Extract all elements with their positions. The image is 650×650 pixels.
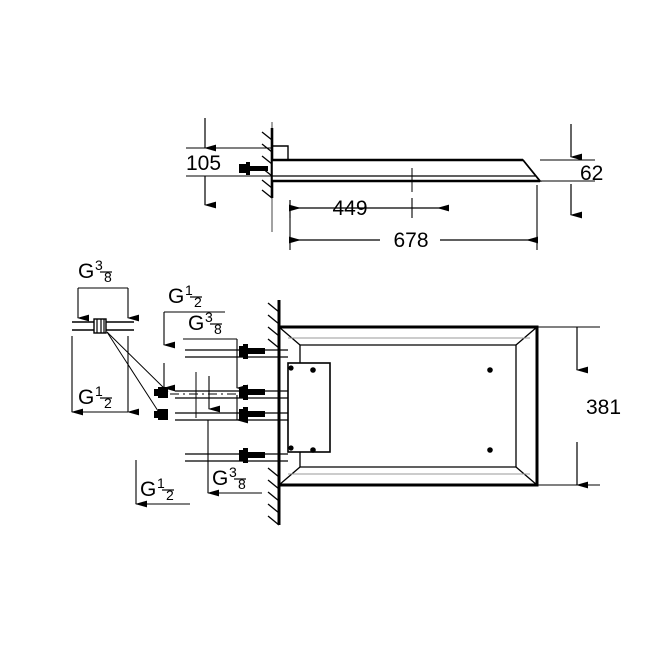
thread-letter-bottom-right: G [212,467,228,490]
dimension-105: 105 [186,118,272,209]
thread-letter-mid-lower: G [188,312,204,335]
dimension-449: 449 [289,197,449,220]
dimension-label-678: 678 [393,229,428,252]
thread-letter-mid-upper: G [168,285,184,308]
thread-denominator-top-left: 8 [104,269,112,285]
supply-pipe-2 [154,385,288,400]
thread-numerator-mid-upper: 1 [185,282,193,298]
leader-lines [106,331,169,415]
inlet-stub-top [239,162,268,175]
thread-numerator-left-lower: 1 [95,383,103,399]
thread-numerator-mid-lower: 3 [205,309,213,325]
spout-body-outline [271,159,542,182]
thread-denominator-left-lower: 2 [104,395,112,411]
dimension-label-105: 105 [186,152,221,175]
thread-denominator-mid-lower: 8 [214,321,222,337]
thread-denominator-bottom-right: 8 [238,476,246,492]
thread-numerator-bottom-left: 1 [157,475,165,491]
thread-label-top-left-group: G 3 8 [77,257,139,322]
thread-label-mid-upper-group: G 1 2 [163,282,225,349]
dimension-62: 62 [540,124,603,219]
plate-chamfer-lines [278,326,538,486]
supply-pipe-3 [154,407,288,422]
thread-letter-top-left: G [78,260,94,283]
thread-letter-bottom-left: G [140,478,156,501]
mounting-bracket [287,362,331,453]
thread-denominator-bottom-left: 2 [166,487,174,503]
dimension-label-62: 62 [580,162,603,185]
fitting-symbol-detached [72,318,134,334]
dimension-678: 678 [289,185,538,252]
fixing-points [288,365,493,453]
wall-hatch-bottom [267,302,280,526]
dimension-label-381: 381 [586,396,621,419]
thread-letter-left-lower: G [78,386,94,409]
thread-label-bottom-right-group: G 3 8 [207,420,262,497]
thread-numerator-top-left: 3 [95,257,103,273]
bracket-top [272,145,289,160]
wall-hatch-top [261,131,273,199]
dimension-label-449: 449 [332,197,367,220]
pipe-spacing-arrows [163,363,248,424]
spout-chamfer-edge [522,159,541,182]
thread-denominator-mid-upper: 2 [194,294,202,310]
top-view-group: 105 62 449 678 [186,118,603,252]
supply-pipe-4 [185,448,288,463]
thread-label-mid-lower-group: G 3 8 [183,309,248,392]
bottom-view-group: G 3 8 G 1 2 G 1 2 G [71,257,621,526]
thread-numerator-bottom-right: 3 [229,464,237,480]
thread-label-bottom-left-group: G 1 2 [135,460,190,508]
thread-label-left-lower-group: G 1 2 [71,336,139,416]
dimension-381: 381 [537,326,621,489]
